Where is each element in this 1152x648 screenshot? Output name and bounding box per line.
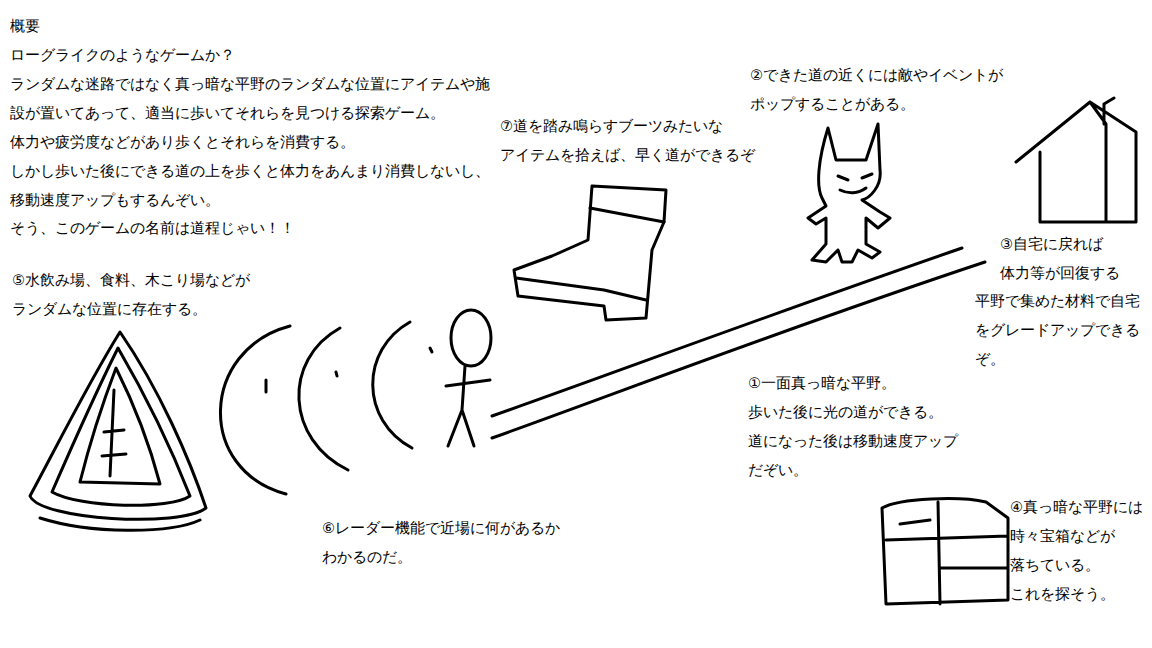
radar-dot [265, 380, 268, 392]
home-building [1016, 98, 1136, 222]
radar-dot [430, 348, 432, 352]
boot-item [514, 186, 666, 320]
radar-dot [336, 372, 337, 376]
overview-text: ランダムな迷路ではなく真っ暗な平野のランダムな位置にアイテムや施 設が置いてあっ… [10, 70, 510, 128]
radar-arc [373, 322, 412, 448]
overview-text: そう、このゲームの名前は道程じゃい！！ [10, 214, 530, 243]
overview-text: ローグライクのようなゲームか？ [10, 41, 530, 70]
callout-note: ③自宅に戻れば 体力等が回復する [1000, 230, 1140, 288]
callout-note: ①一面真っ暗な平野。 歩いた後に光の道ができる。 道になった後は移動速度アップ … [748, 369, 963, 485]
overview-text: 体力や疲労度などがあり歩くとそれらを消費する。 [10, 128, 530, 157]
callout-note: ⑦道を踏み鳴らすブーツみたいな アイテムを拾えば、早く道ができるぞ [500, 112, 756, 170]
diagram-title: 概要 [10, 12, 130, 41]
callout-note: 平野で集めた材料で自宅 をグレードアップできる ぞ。 [975, 287, 1143, 374]
radar-arc [299, 328, 348, 470]
enemy-face [838, 174, 872, 193]
boot-item [516, 208, 664, 300]
callout-note: ④真っ暗な平野には 時々宝箱などが 落ちている。 これを探そう。 [1010, 493, 1144, 609]
resource-site [30, 332, 206, 519]
callout-note: ②できた道の近くには敵やイベントが ポップすることがある。 [750, 61, 1012, 119]
callout-note: ⑤水飲み場、食料、木こり場などが ランダムな位置に存在する。 [12, 266, 262, 324]
treasure-chest [882, 499, 1008, 604]
resource-site [80, 368, 160, 484]
callout-note: ⑥レーダー機能で近場に何があるか わかるのだ。 [322, 514, 568, 572]
resource-site [40, 390, 200, 530]
resource-site [52, 348, 190, 505]
enemy-figure [808, 124, 890, 262]
player-body [446, 366, 490, 446]
player-head [451, 310, 491, 366]
radar-arc [220, 326, 290, 494]
overview-text: しかし歩いた後にできる道の上を歩くと体力をあんまり消費しないし、 移動速度アップ… [10, 157, 510, 215]
